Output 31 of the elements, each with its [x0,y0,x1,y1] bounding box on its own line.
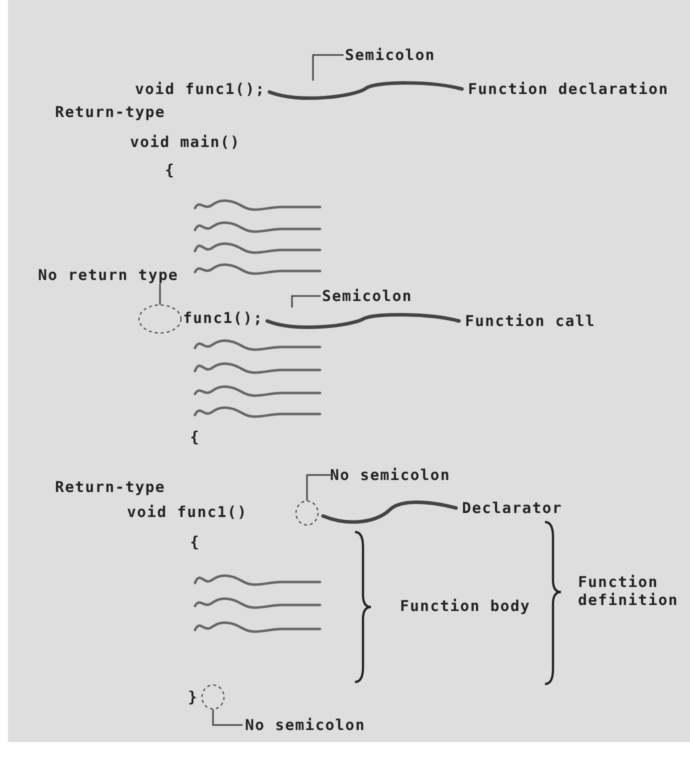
dashed-circle [138,304,182,334]
code-line: func1(); [183,309,264,327]
callout-label: Return-type [55,103,166,121]
code-line: void main() [130,133,240,151]
callout-label: Function definition [578,573,686,609]
leader-line [212,709,243,726]
code-line: void func1(); [135,80,266,98]
callout-label: No semicolon [245,716,366,734]
dashed-circle [201,684,225,710]
swoosh-line [266,313,461,329]
swoosh-line [321,500,458,524]
code-brace: { [165,161,176,179]
code-line: void func1() [127,503,248,521]
callout-label: Semicolon [345,46,436,64]
callout-label: Return-type [55,478,166,496]
leader-line [312,54,344,81]
callout-label: Function body [400,597,530,615]
code-brace: { [190,533,200,551]
callout-label: No return type [38,266,178,284]
code-brace: { [190,428,200,446]
callout-label: Function call [465,312,596,330]
dashed-circle [295,500,319,526]
callout-label: Semicolon [322,287,412,305]
code-brace: } [188,688,198,706]
swoosh-line [268,81,464,100]
callout-label: Declarator [462,499,562,517]
leader-line [306,474,331,501]
leader-line [159,283,161,305]
callout-label: No semicolon [330,466,450,484]
callout-label: Function declaration [468,80,669,98]
leader-line [291,295,321,308]
